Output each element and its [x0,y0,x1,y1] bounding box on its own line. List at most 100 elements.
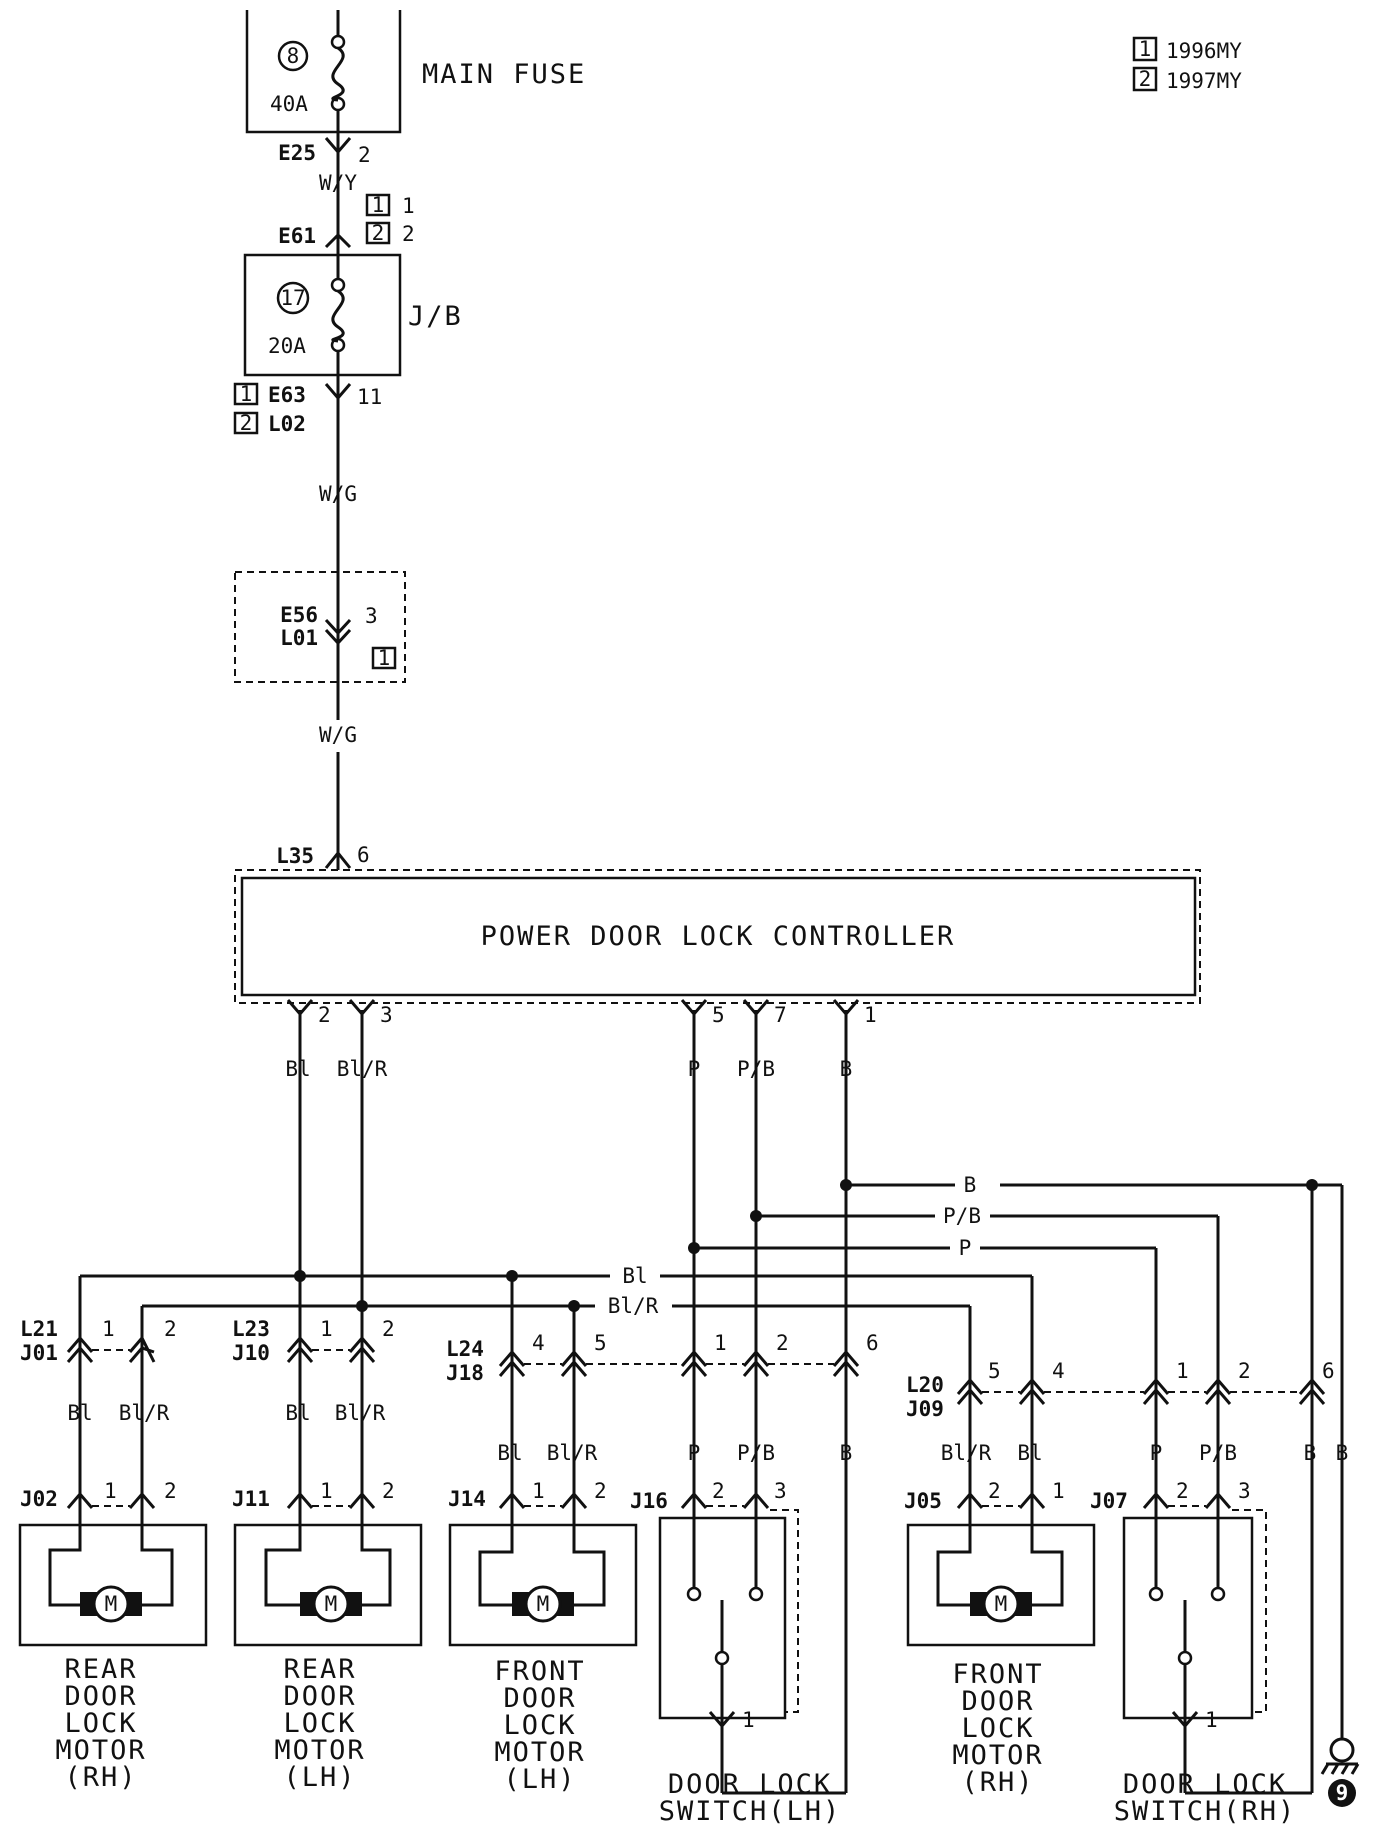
motor-symbol: M [325,1592,338,1616]
j05-label: J05 [904,1489,942,1513]
pin-label: 5 [594,1331,607,1355]
wire-label-bl: Bl [285,1401,310,1425]
rear-door-lock-motor-rh: J02 1 2 M REAR DOOR LOCK MOTOR (RH) [18,1479,208,1793]
legend-box-2 [1132,66,1158,92]
wire-label-b: B [840,1441,853,1465]
lower-wire-labels: Bl Bl/R Bl Bl/R Bl Bl/R P P/B B Bl/R Bl … [67,1401,1348,1465]
wire-label-bl: Bl [67,1401,92,1425]
jb-fuse-number: 17 [280,286,305,310]
switch-icon [1148,1525,1226,1730]
wire-label-b: B [1336,1441,1349,1465]
e56-label: E56 [280,603,318,627]
wire-label-bl: Bl [285,1057,310,1081]
jb-fuse-rating: 20A [268,334,306,358]
component-label: MOTOR [494,1737,585,1768]
splice-dot [750,1210,762,1222]
front-door-lock-motor-rh: J05 2 1 M FRONT DOOR LOCK MOTOR (RH) [904,1479,1096,1798]
fuse-number-circle [277,40,309,72]
wire-label-pb: P/B [1199,1441,1237,1465]
main-fuse-label: MAIN FUSE [422,59,586,90]
pin-label: 1 [742,1708,755,1732]
l21-label: L21 [20,1317,58,1341]
wire-label-wy: W/Y [319,171,357,195]
pin-label: 1 [1205,1708,1218,1732]
wire-label-blr: Bl/R [941,1441,992,1465]
motor-icon: M [80,1585,142,1623]
e61-label: E61 [278,224,316,248]
j01-label: J01 [20,1341,58,1365]
pin-label: 3 [1238,1479,1251,1503]
pin-label: 1 [320,1317,333,1341]
e56-connector-box [234,571,406,683]
fuse-icon [330,277,346,353]
component-label: (LH) [503,1764,576,1795]
component-label: DOOR LOCK [1123,1769,1287,1800]
splice-dot [840,1179,852,1191]
e56-pin: 3 [365,604,378,628]
pin-label: 2 [594,1479,607,1503]
pin-label: 2 [164,1479,177,1503]
j18-label: J18 [446,1361,484,1385]
component-label: LOCK [64,1708,137,1739]
l01-label: L01 [280,626,318,650]
component-label: FRONT [952,1659,1043,1690]
splice-dots [294,1179,1318,1312]
legend-text-1: 1996MY [1166,39,1242,63]
component-label: LOCK [283,1708,356,1739]
bus-label-bl: Bl [622,1264,647,1288]
j02-label: J02 [20,1487,58,1511]
l24-label: L24 [446,1337,484,1361]
pin-label: 2 [164,1317,177,1341]
wire-label-p: P [688,1441,701,1465]
splice-dot [506,1270,518,1282]
l20-label: L20 [906,1373,944,1397]
fuse-number-circle [276,281,310,315]
pin-label: 2 [1238,1359,1251,1383]
fuse-icon [330,34,346,112]
e25-pin: 2 [358,143,371,167]
wire-label-pb: P/B [737,1441,775,1465]
component-label: (LH) [283,1762,356,1793]
l02-year-key-2: 2 [240,411,253,435]
door-lock-switch-lh: J16 2 3 1 DOOR LOCK SWITCH(LH) [630,1479,839,1827]
component-label: DOOR LOCK [668,1769,832,1800]
pin-label: 1 [102,1317,115,1341]
wire-label-blr: Bl/R [119,1401,170,1425]
motor-icon: M [300,1585,362,1623]
pin-label: 4 [1052,1359,1065,1383]
pin-label: 2 [1176,1479,1189,1503]
main-fuse: 8 40A MAIN FUSE [245,10,586,134]
pin-label: 6 [1322,1359,1335,1383]
pin-label: 4 [532,1331,545,1355]
wire-label-wg-2: W/G [319,723,357,747]
component-label: (RH) [64,1762,137,1793]
motor-symbol: M [105,1592,118,1616]
wire-label-bl: Bl [1017,1441,1042,1465]
main-fuse-number: 8 [287,44,300,68]
ground-number: 9 [1336,1781,1349,1805]
e61-year-key-1: 1 [372,193,385,217]
ctrl-pin-3: 3 [380,1003,393,1027]
wire-label-blr: Bl/R [547,1441,598,1465]
splice-dot [688,1242,700,1254]
controller-label: POWER DOOR LOCK CONTROLLER [481,921,956,952]
e61-year-key-2: 2 [372,221,385,245]
l35-label: L35 [276,844,314,868]
power-door-lock-controller: POWER DOOR LOCK CONTROLLER [234,869,1201,1004]
component-label: SWITCH(RH) [1114,1796,1297,1827]
mid-connectors: L21 J01 1 2 L23 J10 1 2 L24 J18 4 5 1 2 … [20,1317,1335,1421]
component-label: DOOR [503,1683,576,1714]
wires [78,1010,1344,1795]
legend-key-2: 2 [1139,67,1152,91]
component-label: DOOR [961,1686,1034,1717]
wire-label-bl: Bl [497,1441,522,1465]
legend-key-1: 1 [1139,37,1152,61]
ctrl-pin-2: 2 [318,1003,331,1027]
ctrl-pin-7: 7 [774,1003,787,1027]
legend: 1 1996MY 2 1997MY [1132,36,1242,93]
pin-label: 1 [532,1479,545,1503]
j10-label: J10 [232,1341,270,1365]
e25-label: E25 [278,141,316,165]
component-label: MOTOR [55,1735,146,1766]
